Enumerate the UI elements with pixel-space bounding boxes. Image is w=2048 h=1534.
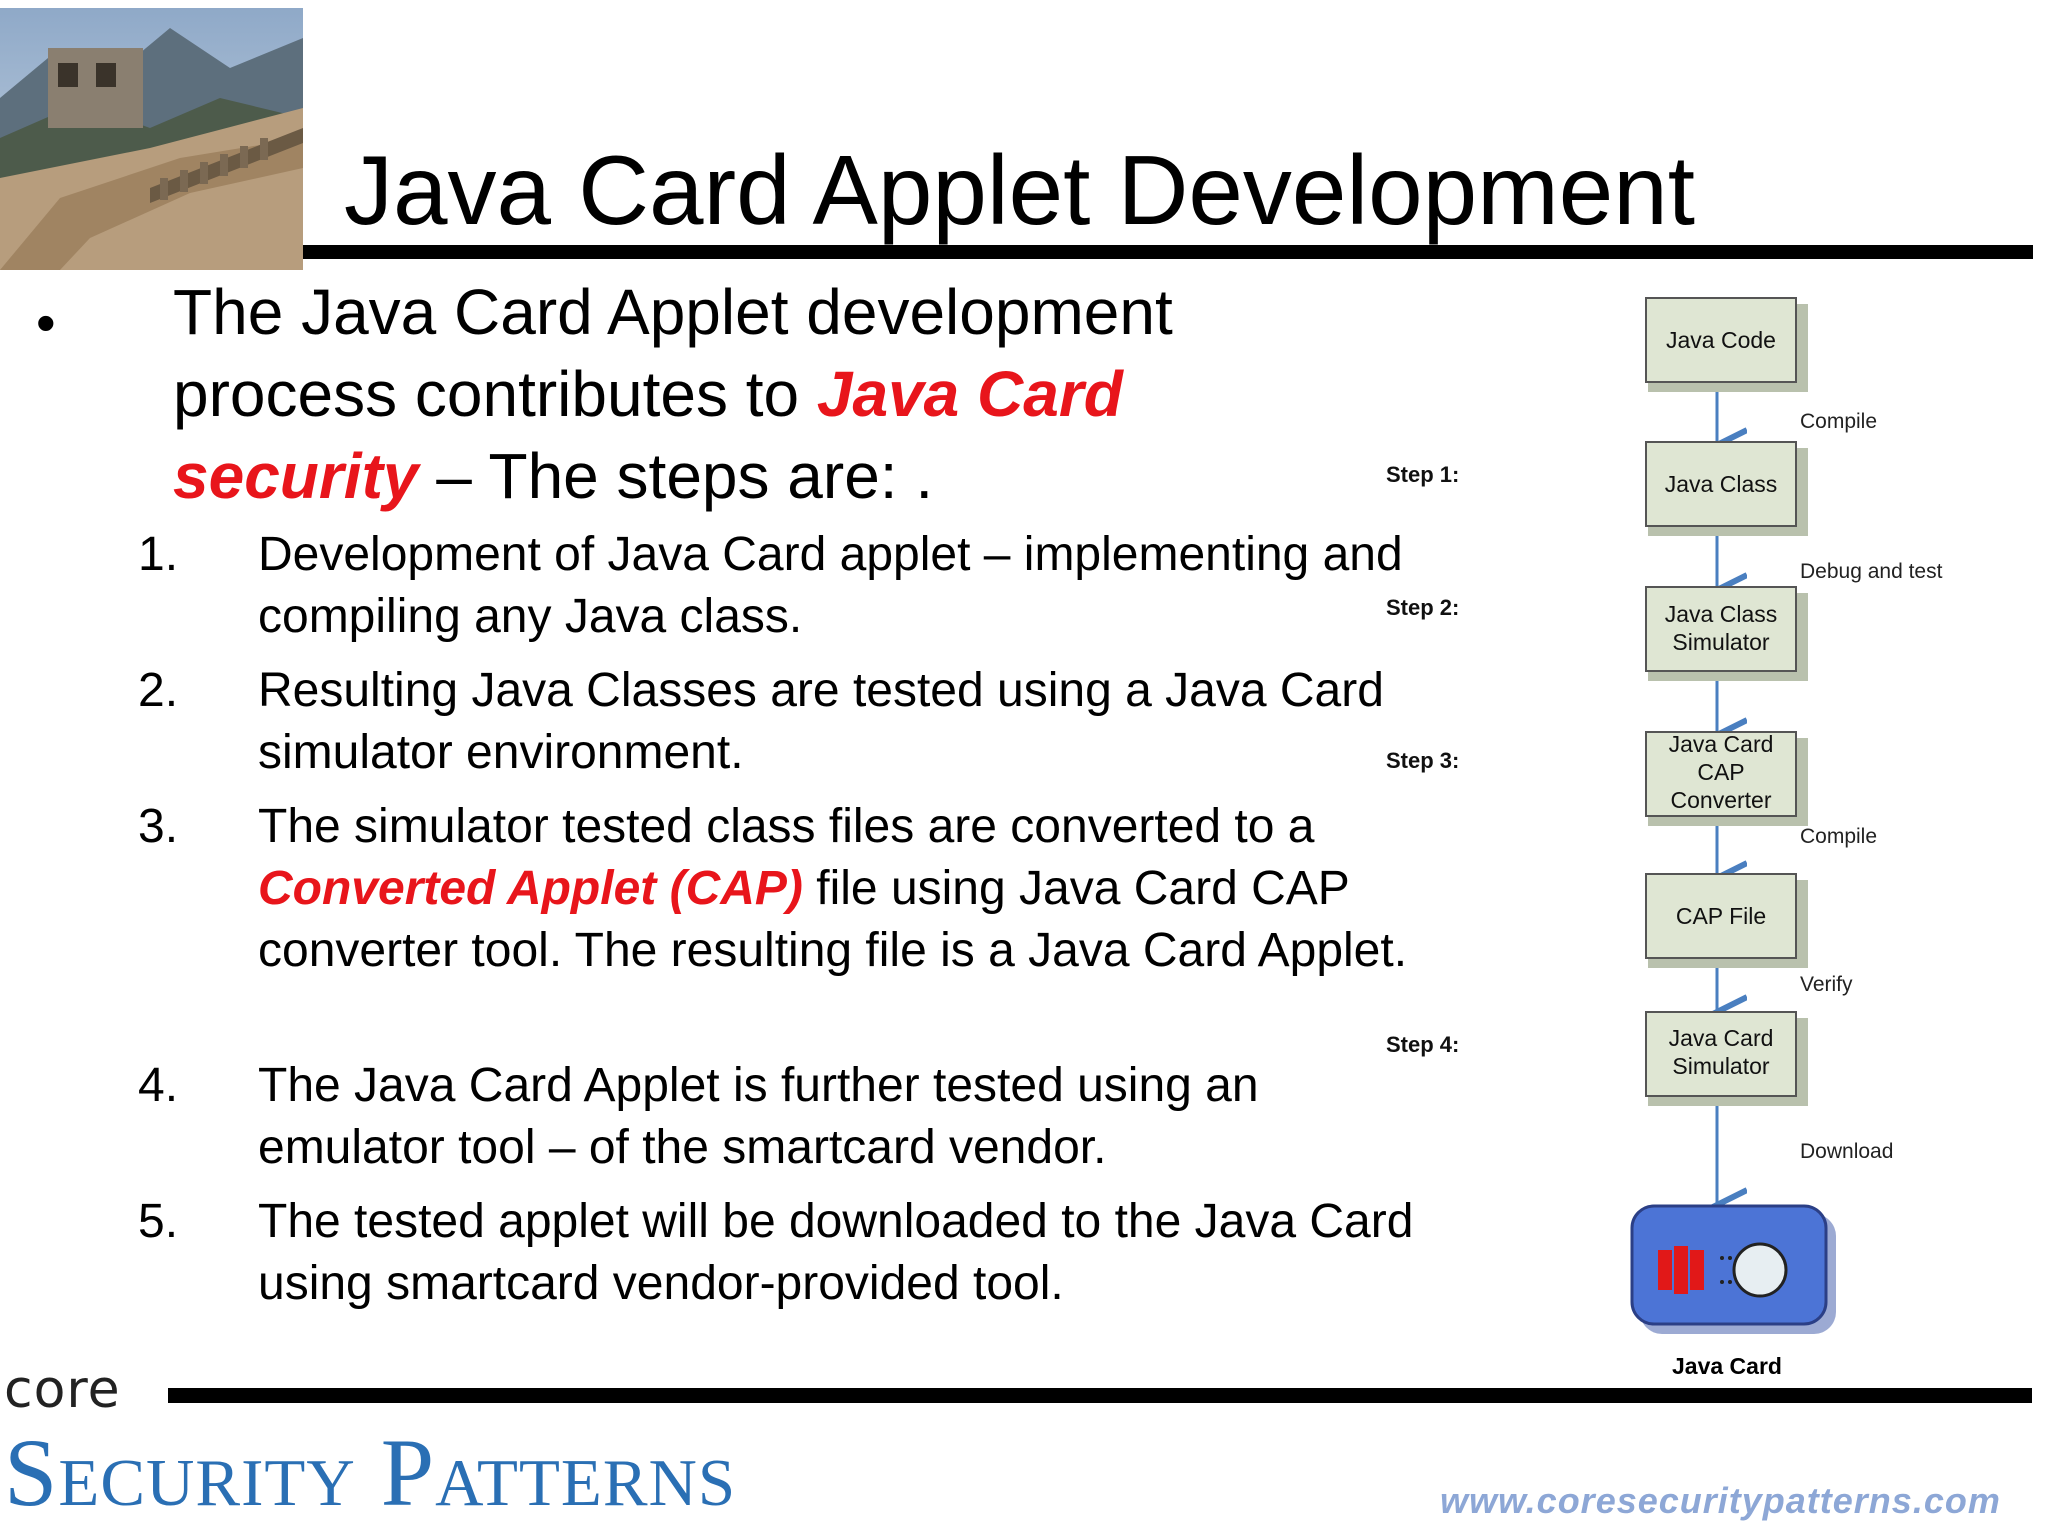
step-number: 4.	[138, 1059, 179, 1112]
step-label: Step 2:	[1386, 595, 1460, 620]
edge-label: Verify	[1800, 973, 1853, 996]
box-label: Java Card CAP Converter	[1668, 731, 1774, 813]
brand-core-word: core	[4, 1360, 121, 1420]
step-text: Development of Java Card applet – implem…	[258, 528, 1403, 643]
intro-text-after: – The steps are: .	[418, 440, 934, 512]
edge-label: Compile	[1800, 825, 1878, 848]
edge-label: Debug and test	[1800, 560, 1943, 583]
box-label: Java Card Simulator	[1668, 1025, 1774, 1079]
box-label: Java Code	[1666, 327, 1776, 353]
bullet-marker: •	[36, 291, 56, 354]
java-card-caption: Java Card	[1672, 1353, 1782, 1379]
edge-label: Download	[1800, 1140, 1894, 1163]
step-label: Step 3:	[1386, 748, 1460, 773]
step-number: 2.	[138, 664, 179, 717]
step-text-before: The simulator tested class files are con…	[258, 800, 1315, 853]
box-label: CAP File	[1675, 903, 1767, 929]
step-label: Step 1:	[1386, 462, 1460, 487]
great-wall-photo	[0, 8, 303, 270]
brand-logo-text: Security Patterns	[4, 1419, 737, 1526]
step-text: The tested applet will be downloaded to …	[258, 1195, 1414, 1310]
box-cap-file	[1645, 873, 1797, 959]
java-card-icon	[1630, 1204, 1828, 1326]
box-cap-converter	[1645, 731, 1797, 817]
page-title: Java Card Applet Development	[344, 135, 1695, 245]
box-java-class	[1645, 441, 1797, 527]
title-underline	[303, 245, 2033, 259]
step-number: 5.	[138, 1195, 179, 1248]
step-text: The simulator tested class files are con…	[258, 796, 1418, 982]
intro-text-before: The Java Card Applet development process…	[173, 276, 1173, 430]
step-text: The Java Card Applet is further tested u…	[258, 1059, 1259, 1174]
website-url: www.coresecuritypatterns.com	[1440, 1480, 2001, 1521]
edge-label: Compile	[1800, 410, 1878, 433]
intro-paragraph: The Java Card Applet development process…	[173, 271, 1323, 517]
box-java-card-simulator	[1645, 1011, 1797, 1097]
box-label: Java Class	[1664, 471, 1778, 497]
step-number: 1.	[138, 528, 179, 581]
box-label: Java Class Simulator	[1664, 601, 1778, 655]
intro-highlight: Java Card security	[173, 358, 1123, 512]
flow-arrows	[1630, 297, 1836, 1334]
footer-rule	[168, 1388, 2032, 1403]
step-text-after: file using Java Card CAP converter tool.…	[258, 862, 1408, 977]
box-java-class-simulator	[1645, 586, 1797, 672]
development-flow-diagram: Step 1: Step 2: Step 3: Step 4: Java Cod…	[1370, 290, 1970, 1390]
step-number: 3.	[138, 800, 179, 853]
step-label: Step 4:	[1386, 1032, 1460, 1057]
box-java-code	[1645, 297, 1797, 383]
step-text: Resulting Java Classes are tested using …	[258, 664, 1384, 779]
cap-highlight: Converted Applet (CAP)	[258, 862, 803, 915]
